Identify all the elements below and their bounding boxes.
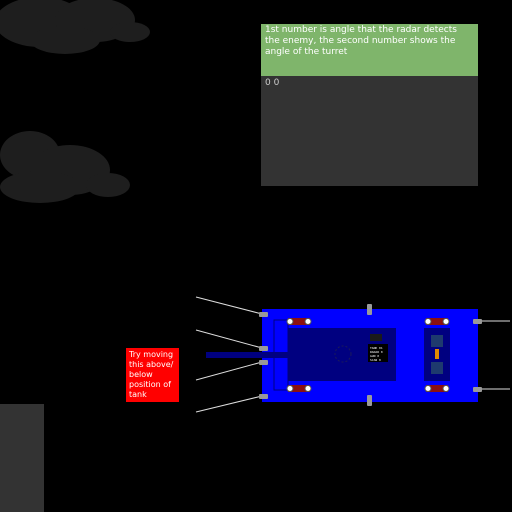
- ground-block: [0, 404, 44, 512]
- radar-info-panel: 1st number is angle that the radar detec…: [261, 24, 478, 186]
- tank-screen-line: TANK 01: [370, 346, 383, 350]
- wheel-pair: [426, 318, 448, 325]
- wheel: [424, 385, 432, 392]
- tank-engine-vent: [431, 362, 443, 374]
- tank-screen-line: SCAN 0: [370, 358, 381, 362]
- tank-screen: [368, 344, 388, 362]
- tank-screen-line: GUN 0: [370, 354, 379, 358]
- tank-gun-barrel: [206, 352, 290, 358]
- sensor-node: [473, 319, 482, 324]
- sensor-lines: [195, 296, 510, 413]
- sensor-node: [259, 394, 268, 399]
- cloud-top: [0, 0, 150, 54]
- move-hint-box[interactable]: Try moving this above/ below position of…: [126, 348, 179, 402]
- radar-angle-readout: 0 0: [265, 78, 280, 88]
- sensor-node: [367, 304, 372, 315]
- wheel: [286, 385, 294, 392]
- player-tank[interactable]: TANK 01 RADAR 0 GUN 0 SCAN 0: [206, 304, 482, 406]
- sensor-node: [259, 346, 268, 351]
- cloud-middle: [0, 131, 130, 203]
- tank-screen-line: RADAR 0: [370, 350, 383, 354]
- wheel: [442, 385, 450, 392]
- sensor-node: [473, 387, 482, 392]
- tank-sensors: [259, 304, 482, 406]
- sensor-node: [367, 395, 372, 406]
- wheel: [286, 318, 294, 325]
- radar-info-description: 1st number is angle that the radar detec…: [261, 24, 478, 76]
- tank-chip: [370, 334, 382, 341]
- sensor-node: [259, 312, 268, 317]
- wheel: [424, 318, 432, 325]
- tank-engine-vent: [431, 335, 443, 347]
- wheel-pair: [426, 385, 448, 392]
- wheel: [304, 318, 312, 325]
- wheel-pair: [288, 385, 310, 392]
- sensor-node: [259, 360, 268, 365]
- wheel: [304, 385, 312, 392]
- sensor-line: [195, 395, 263, 413]
- sensor-line: [195, 296, 263, 315]
- tank-wheels: [286, 318, 450, 392]
- sensor-line: [195, 361, 263, 381]
- tank-turret: [334, 345, 352, 363]
- sensor-line: [195, 329, 263, 349]
- move-hint-text: Try moving this above/ below position of…: [129, 350, 174, 399]
- wheel: [442, 318, 450, 325]
- wheel-pair: [288, 318, 310, 325]
- tank-fuel-cell: [435, 349, 439, 359]
